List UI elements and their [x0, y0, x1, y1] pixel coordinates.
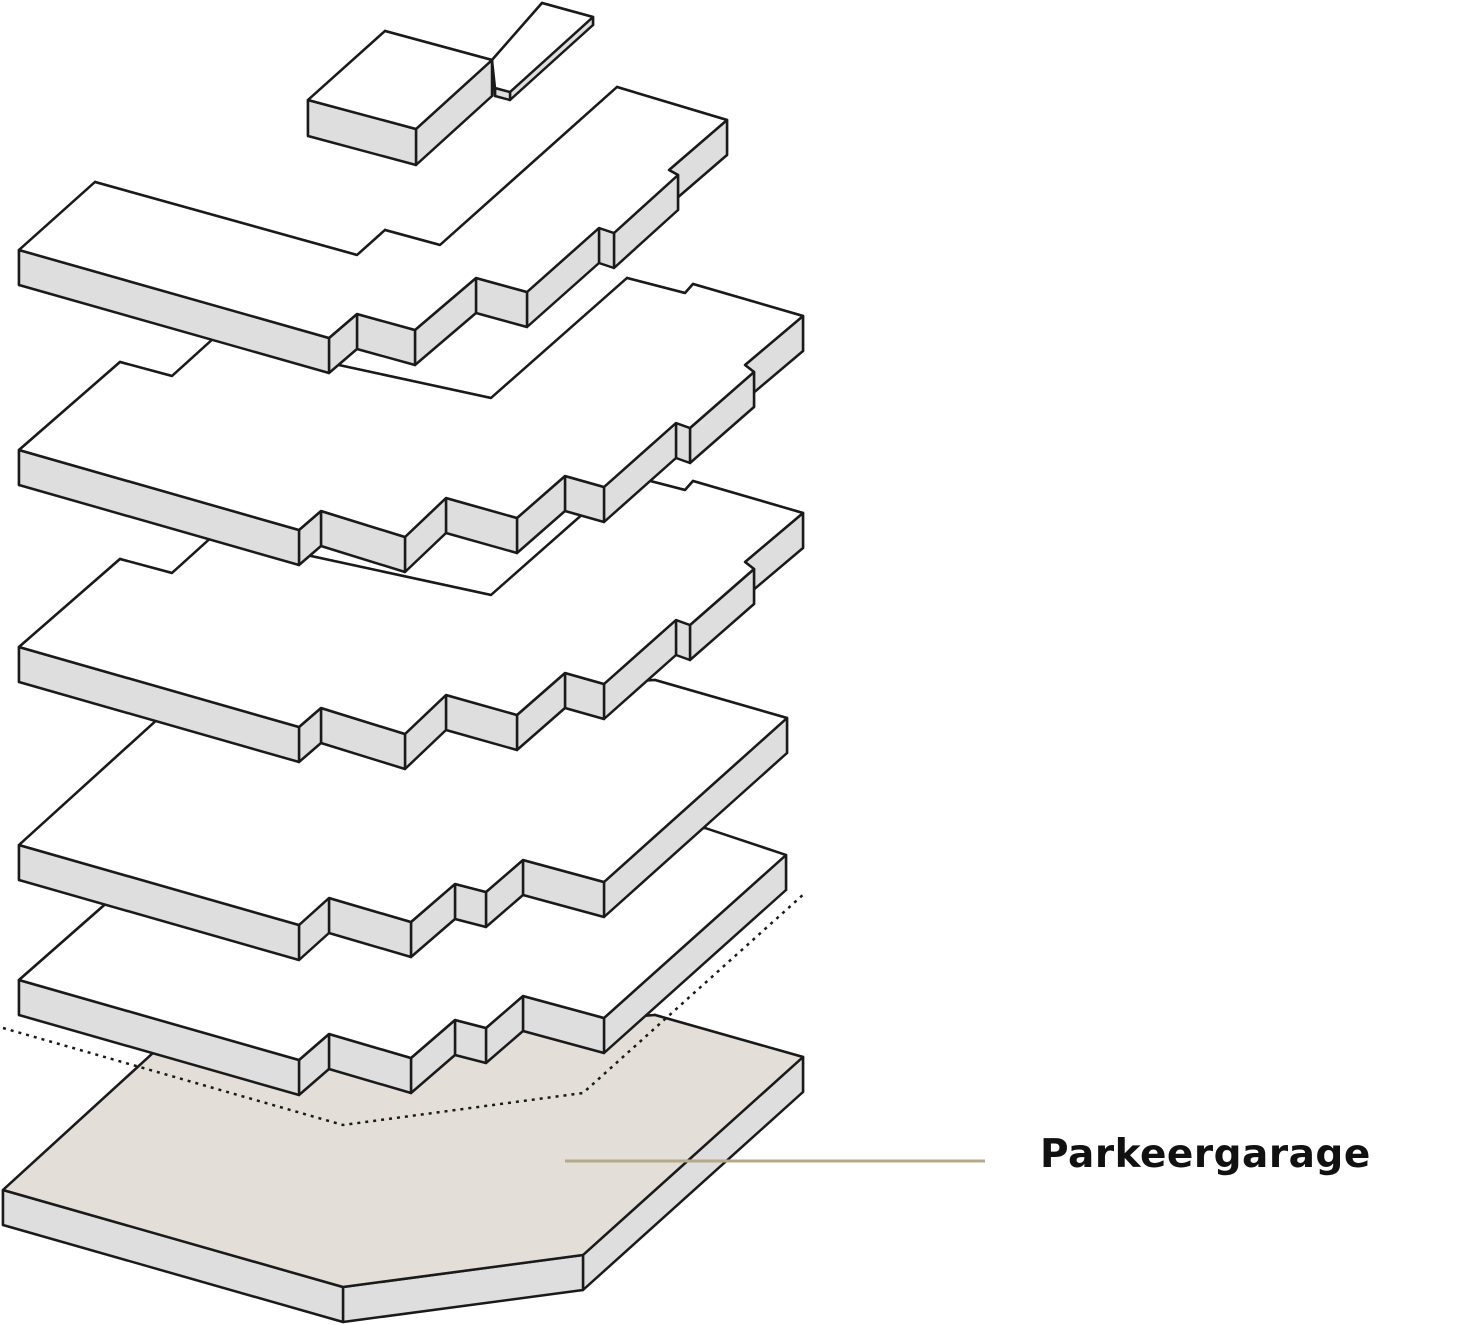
roof-strip-volume-top-face: [490, 1, 595, 94]
roof-box-volume-top-face: [306, 29, 494, 131]
floor-3-slab-side-face: [674, 618, 692, 662]
floor-5-slab-side-face: [597, 226, 616, 270]
floor-5-slab-top-face: [17, 85, 729, 340]
garage-boundary-dotted-line: [2, 892, 806, 1127]
parkeergarage-label: Parkeergarage: [1040, 1132, 1371, 1177]
floor-4-slab-side-face: [674, 421, 692, 465]
